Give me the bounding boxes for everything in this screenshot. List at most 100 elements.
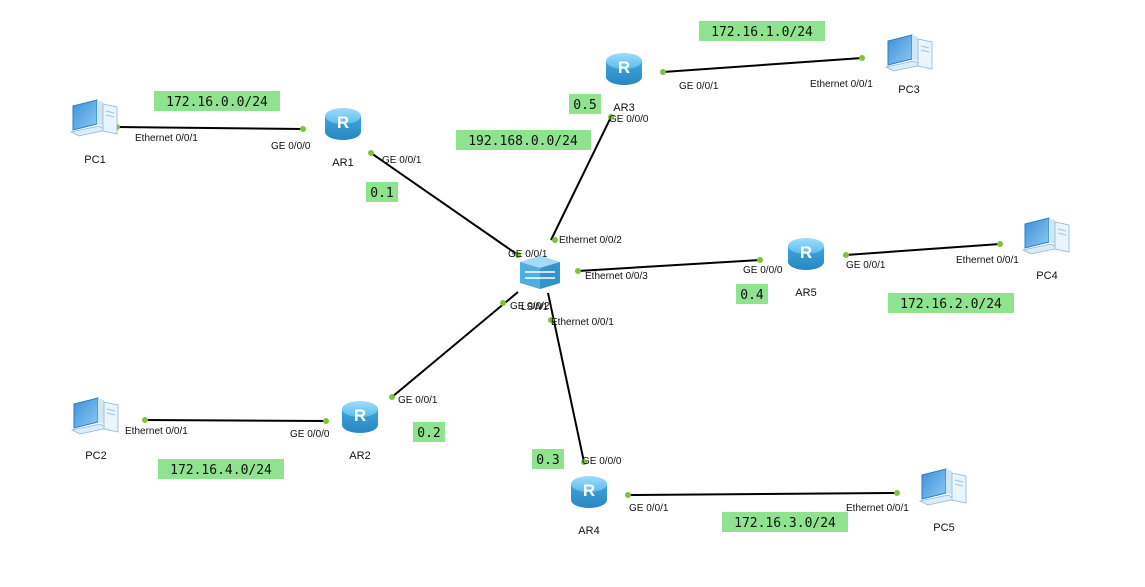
device-label: AR3	[613, 102, 634, 114]
router-ar4[interactable]: AR4	[571, 476, 607, 537]
port-label: GE 0/0/1	[398, 395, 438, 406]
pc-icon	[919, 468, 967, 506]
note-net-core: 192.168.0.0/24	[456, 130, 591, 150]
port-dot	[552, 237, 558, 243]
port-label: GE 0/0/0	[609, 114, 649, 125]
pc-pc1[interactable]: PC1	[70, 99, 118, 166]
port-label: GE 0/0/0	[582, 456, 622, 467]
note-text: 0.3	[536, 453, 559, 468]
note-ar4-ip: 0.3	[532, 449, 564, 469]
router-ar5[interactable]: AR5	[788, 238, 824, 299]
device-label: AR2	[349, 450, 370, 462]
port-label: GE 0/0/0	[743, 265, 783, 276]
port-dot	[515, 252, 521, 258]
port-label: GE 0/0/0	[271, 141, 311, 152]
port-label: GE 0/0/1	[679, 81, 719, 92]
router-icon	[342, 401, 378, 433]
pc-pc5[interactable]: PC5	[919, 468, 967, 534]
note-text: 0.1	[370, 186, 393, 201]
router-ar3[interactable]: AR3	[606, 53, 642, 114]
pc-icon	[71, 397, 119, 435]
port-dot	[757, 257, 763, 263]
port-dot	[548, 317, 554, 323]
device-label: AR1	[332, 157, 353, 169]
pc-pc3[interactable]: PC3	[885, 34, 933, 96]
port-label: Ethernet 0/0/1	[846, 503, 909, 514]
port-dot	[323, 418, 329, 424]
switch-icon	[520, 256, 560, 289]
port-dot	[997, 241, 1003, 247]
port-dot	[660, 69, 666, 75]
note-net-pc2: 172.16.4.0/24	[158, 459, 284, 479]
switch-lsw1[interactable]: LSW1	[520, 256, 560, 313]
port-label: Ethernet 0/0/1	[551, 317, 614, 328]
note-text: 172.16.2.0/24	[900, 297, 1002, 312]
router-icon	[325, 108, 361, 140]
note-text: 0.5	[573, 98, 596, 113]
port-label: Ethernet 0/0/1	[810, 79, 873, 90]
note-ar3-ip: 0.5	[569, 94, 601, 114]
note-ar5-ip: 0.4	[736, 284, 768, 304]
note-net-pc5: 172.16.3.0/24	[722, 512, 848, 532]
note-net-pc3: 172.16.1.0/24	[699, 21, 825, 41]
link-lsw-ar4	[547, 292, 585, 463]
port-label: Ethernet 0/0/1	[125, 426, 188, 437]
port-label: GE 0/0/2	[510, 301, 550, 312]
link-lsw-ar5	[577, 259, 761, 272]
device-label: PC1	[84, 154, 105, 166]
pc-icon	[885, 34, 933, 72]
note-text: 0.2	[417, 426, 440, 441]
port-dot	[300, 126, 306, 132]
link-ar3-pc3	[662, 57, 863, 73]
pc-icon	[1022, 217, 1070, 255]
device-label: PC5	[933, 522, 954, 534]
note-ar2-ip: 0.2	[413, 422, 445, 442]
port-dot	[625, 492, 631, 498]
device-label: LSW1	[521, 302, 549, 313]
link-ar1-lsw	[370, 152, 519, 256]
port-label: GE 0/0/1	[846, 260, 886, 271]
note-net-pc1: 172.16.0.0/24	[154, 91, 280, 111]
pc-icon	[70, 99, 118, 137]
link-ar5-pc4	[845, 243, 1001, 256]
port-label: Ethernet 0/0/2	[559, 235, 622, 246]
device-label: AR4	[578, 525, 599, 537]
port-dot	[894, 490, 900, 496]
note-text: 172.16.4.0/24	[170, 463, 272, 478]
router-icon	[606, 53, 642, 85]
port-indicators	[114, 55, 1003, 498]
port-dot	[500, 300, 506, 306]
port-dot	[859, 55, 865, 61]
port-label: GE 0/0/1	[629, 503, 669, 514]
port-label: Ethernet 0/0/1	[956, 255, 1019, 266]
device-label: PC4	[1036, 270, 1057, 282]
note-text: 172.16.3.0/24	[734, 516, 836, 531]
device-label: PC2	[85, 450, 106, 462]
router-ar1[interactable]: AR1	[325, 108, 361, 169]
port-dot	[389, 394, 395, 400]
port-label: GE 0/0/0	[290, 429, 330, 440]
router-ar2[interactable]: AR2	[342, 401, 378, 462]
link-ar4-pc5	[627, 492, 898, 496]
note-ar1-ip: 0.1	[366, 182, 398, 202]
pc-pc4[interactable]: PC4	[1022, 217, 1070, 282]
port-dot	[142, 417, 148, 423]
note-text: 172.16.1.0/24	[711, 25, 813, 40]
port-label: Ethernet 0/0/1	[135, 133, 198, 144]
note-text: 172.16.0.0/24	[166, 95, 268, 110]
link-ar2-pc2	[144, 419, 327, 422]
link-ar3-lsw	[550, 116, 612, 241]
port-dot	[575, 268, 581, 274]
port-label: Ethernet 0/0/3	[585, 271, 648, 282]
router-icon	[788, 238, 824, 270]
link-pc1-ar1	[116, 126, 304, 130]
device-label: AR5	[795, 287, 816, 299]
note-net-pc4: 172.16.2.0/24	[888, 293, 1014, 313]
port-dot	[608, 114, 614, 120]
router-icon	[571, 476, 607, 508]
pc-pc2[interactable]: PC2	[71, 397, 119, 462]
note-text: 192.168.0.0/24	[468, 134, 578, 149]
port-label: GE 0/0/1	[382, 155, 422, 166]
device-label: PC3	[898, 84, 919, 96]
